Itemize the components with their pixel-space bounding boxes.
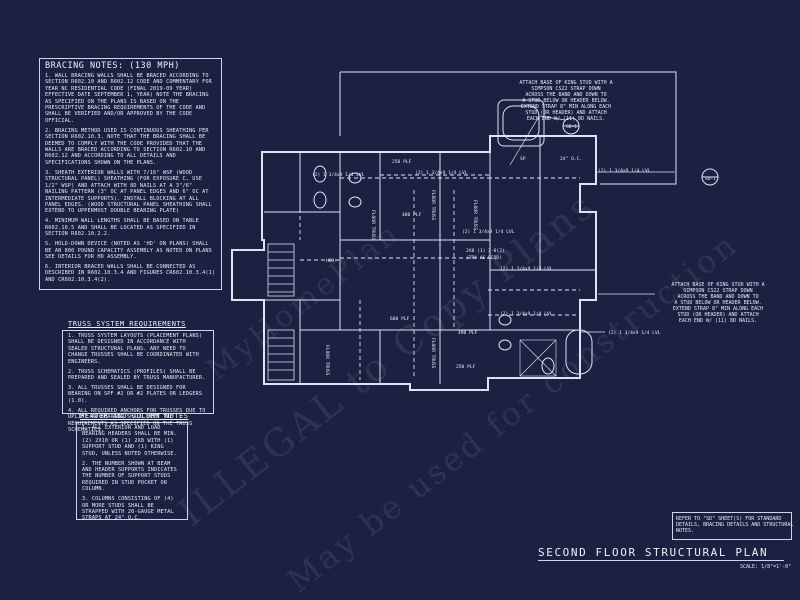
callout-right-line-6: STUD (OR HEADER) AND ATTACH xyxy=(677,312,758,318)
scale-label: SCALE: 1/8"=1'-0" xyxy=(740,564,792,570)
header-note-2: 2. THE NUMBER SHOWN AT BEAM AND HEADER S… xyxy=(82,460,177,493)
lvl-label-1: (2) 1 3/4x9 1/4 LVL xyxy=(415,170,468,176)
lvl-label-6: (2) 1 3/4x9 1/4 LVL xyxy=(500,311,553,317)
plan-labels: (2) 1 3/4x9 1/4 LVL (2) 1 3/4x9 1/4 LVL … xyxy=(312,124,716,370)
callout-right-line-4: A STUD BELOW OR HEADER BELOW. xyxy=(674,300,761,306)
beams xyxy=(299,160,580,380)
truss-requirements-body: 1. TRUSS SYSTEM LAYOUTS (PLACEMENT PLANS… xyxy=(68,333,208,437)
bracing-note-4: 4. MINIMUM WALL LENGTHS SHALL BE BASED O… xyxy=(45,218,199,238)
plf-label-3: 490 PLF xyxy=(458,330,478,336)
callout-top-text: ATTACH BASE OF KING STUD WITH A SIMPSON … xyxy=(519,80,612,122)
bracing-note-6: 6. INTERIOR BRACED WALLS SHALL BE CONNEC… xyxy=(45,263,216,283)
callout-right-line-7: EACH END W/ (11) 8D NAILS. xyxy=(679,318,757,324)
sheet-title: SECOND FLOOR STRUCTURAL PLAN xyxy=(538,546,769,559)
lvl-label-5: (2) 1 3/4x9 1/4 LVL xyxy=(500,266,553,272)
shower xyxy=(519,339,557,377)
sp-label: SP xyxy=(520,156,526,162)
bracing-note-2: 2. BRACING METHOD USED IS CONTINUOUS SHE… xyxy=(45,127,209,166)
floor-truss-label-3: FLOOR TRUSS xyxy=(472,200,478,231)
truss-requirements-title: TRUSS SYSTEM REQUIREMENTS xyxy=(68,320,186,328)
sd-label-top: SD-1 xyxy=(566,124,577,130)
callout-right-line-2: SIMPSON CS22 STRAP DOWN xyxy=(683,288,752,294)
callout-top-line-6: STUD (OR HEADER) AND ATTACH xyxy=(525,110,606,116)
roof-outline xyxy=(339,71,677,185)
truss-note-2: 2. TRUSS SCHEMATICS (PROFILES) SHALL BE … xyxy=(68,368,206,382)
bathtub-lower xyxy=(565,329,593,375)
toilet-3 xyxy=(541,357,555,375)
header-note-3: 3. COLUMNS CONSISTING OF (4) OR MORE STU… xyxy=(82,496,174,522)
exterior-wall xyxy=(231,135,597,391)
callout-top-line-7: EACH END W/ (11) 8D NAILS. xyxy=(527,116,605,122)
plf-label-5: 250 PLF xyxy=(456,364,476,370)
lvl-label-4: (2) 1 3/4x9 1/4 LVL xyxy=(598,168,651,174)
sd-label-right: SD-1 xyxy=(705,176,716,182)
callout-right-line-5: EXTEND STRAP 8" MIN ALONG EACH xyxy=(673,306,763,312)
bracing-notes-box xyxy=(39,58,222,290)
plf-label-6: 600 PLF xyxy=(390,316,410,322)
toilet-1 xyxy=(313,165,327,183)
callout-right-line-3: ACROSS THE BAND AND DOWN TO xyxy=(677,294,758,300)
dim-label: 24" O.C. xyxy=(560,156,582,162)
lvl-label-3: (2) 1 3/4x9 1/4 LVL xyxy=(462,229,515,235)
truss-note-1: 1. TRUSS SYSTEM LAYOUTS (PLACEMENT PLANS… xyxy=(68,333,203,365)
callout-top-line-1: ATTACH BASE OF KING STUD WITH A xyxy=(519,80,612,86)
bracing-note-5: 5. HOLD-DOWN DEVICE (NOTED AS 'HD' ON PL… xyxy=(45,241,212,260)
sink-4 xyxy=(498,339,512,351)
header-column-box xyxy=(76,422,188,520)
header-note-1: 1. ALL EXTERIOR AND LOAD BEARING HEADERS… xyxy=(82,425,177,457)
lvl-label-2: (2) 1 3/4x9 1/4 LVL xyxy=(312,172,365,178)
stairs xyxy=(267,243,295,381)
callout-top-line-3: ACROSS THE BAND AND DOWN TO xyxy=(525,92,606,98)
bracing-notes-body: 1. WALL BRACING WALLS SHALL BE BRACED AC… xyxy=(45,73,217,287)
callout-right-text: ATTACH BASE OF KING STUD WITH A SIMPSON … xyxy=(671,282,764,324)
beam-note-2: (TRY AS REQD) xyxy=(466,255,502,261)
leaders xyxy=(509,115,675,333)
sink-2 xyxy=(348,196,362,208)
toilet-2 xyxy=(313,191,327,209)
header-column-body: 1. ALL EXTERIOR AND LOAD BEARING HEADERS… xyxy=(82,425,182,525)
callout-right-line-1: ATTACH BASE OF KING STUD WITH A xyxy=(671,282,764,288)
bracing-note-3: 3. SHEATH EXTERIOR WALLS WITH 7/16" WSP … xyxy=(45,169,212,215)
sheet-title-underline xyxy=(538,560,784,561)
floor-truss-label-2: FLOOR TRUSS xyxy=(430,190,436,221)
refer-note-box xyxy=(672,512,792,540)
truss-requirements-box xyxy=(62,330,214,414)
beam-note: 2X8 (1) 2-8(2) xyxy=(466,248,505,254)
floor-truss-label-1: FLOOR TRUSS xyxy=(370,210,376,241)
refer-note: REFER TO "SD" SHEET(S) FOR STANDARD DETA… xyxy=(676,516,794,535)
lvl-label-7: (2) 1 3/4x9 1/4 LVL xyxy=(608,330,661,336)
header-column-title: HEADER AND COLUMN NOTES xyxy=(80,412,189,420)
callout-top-line-4: A STUD BELOW OR HEADER BELOW. xyxy=(522,98,609,104)
bracing-notes-title: BRACING NOTES: (130 MPH) xyxy=(45,61,180,71)
hgr-label: HGR xyxy=(326,258,335,264)
plf-label-1: 250 PLF xyxy=(392,159,412,165)
floor-truss-labels: FLOOR TRUSS FLOOR TRUSS FLOOR TRUSS FLOO… xyxy=(324,190,478,376)
floor-truss-label-5: FLOOR TRUSS xyxy=(324,345,330,376)
truss-note-3: 3. ALL TRUSSES SHALL BE DESIGNED FOR BEA… xyxy=(68,385,203,404)
floor-truss-label-4: FLOOR TRUSS xyxy=(430,338,436,369)
bracing-note-1: 1. WALL BRACING WALLS SHALL BE BRACED AC… xyxy=(45,73,212,124)
plf-label-2: 480 PLF xyxy=(402,212,422,218)
truss-note-4: 4. ALL REQUIRED ANCHORS FOR TRUSSES DUE … xyxy=(68,407,206,434)
callout-top-line-2: SIMPSON CS22 STRAP DOWN xyxy=(531,86,600,92)
callout-top-line-5: EXTEND STRAP 8" MIN ALONG EACH xyxy=(521,104,611,110)
